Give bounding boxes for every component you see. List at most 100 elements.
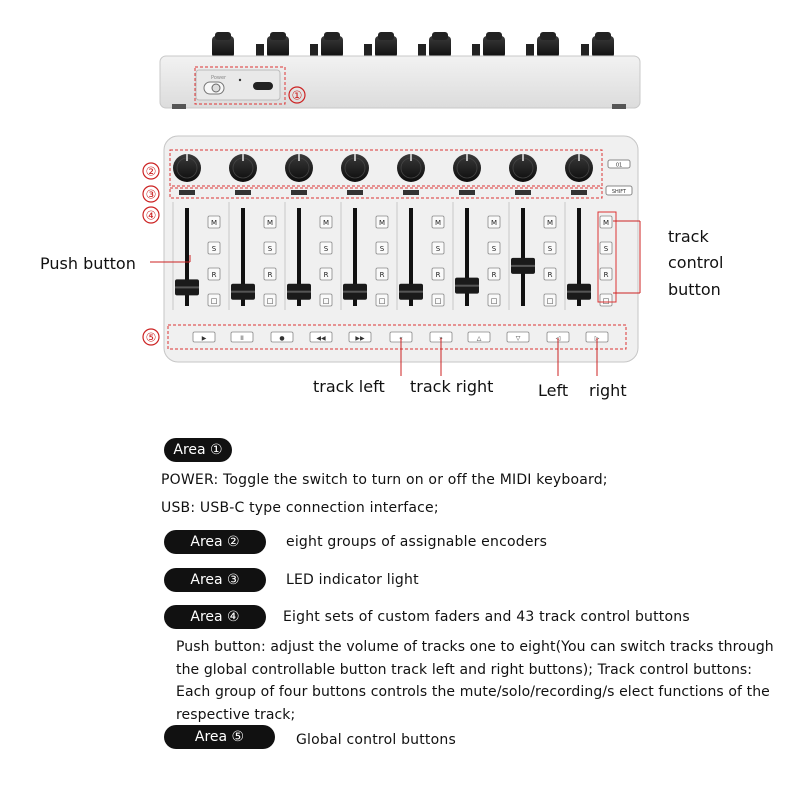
callout-number-1: ① — [292, 89, 303, 103]
track-control-button — [543, 215, 557, 229]
track-control-button — [375, 267, 389, 281]
rear-connector — [256, 44, 264, 56]
device-rear-view: Power ① — [159, 32, 641, 109]
track-control-button — [207, 215, 221, 229]
led-indicator — [179, 190, 195, 195]
rear-knob-cap — [540, 32, 556, 40]
push-button-label: Push button — [40, 254, 136, 273]
fader-cap-line — [287, 290, 311, 293]
fader-cap-line — [343, 290, 367, 293]
track-control-button-label: R — [324, 271, 329, 279]
record-icon-glyph: ● — [279, 335, 284, 342]
top-right-button — [607, 159, 631, 169]
track-control-button-label: S — [380, 245, 385, 253]
svg-text:SHIFT: SHIFT — [612, 189, 627, 195]
area-1-badge: Area ① — [164, 438, 232, 462]
rear-knob — [429, 36, 451, 58]
right-label: right — [589, 381, 627, 400]
track-control-label-3: button — [668, 280, 721, 299]
rear-knob — [592, 36, 614, 58]
track-control-button-label: S — [436, 245, 441, 253]
rear-connector — [581, 44, 589, 56]
device-top-view: 01 SHIFT MSR□MSR□MSR□MSR□MSR□MSR□MSR□MSR… — [142, 135, 641, 376]
rear-knob-cap — [432, 32, 448, 40]
pause-icon-glyph: II — [240, 335, 244, 342]
track-control-button — [319, 241, 333, 255]
rear-knob-row — [212, 32, 614, 58]
track-control-button — [263, 241, 277, 255]
fader-track — [409, 208, 413, 306]
area-4-description: Eight sets of custom faders and 43 track… — [283, 609, 690, 625]
rear-knob — [267, 36, 289, 58]
track-control-button — [263, 293, 277, 307]
track-control-button-label: S — [212, 245, 217, 253]
track-control-button-label: M — [435, 219, 441, 227]
encoder-indicator — [578, 154, 580, 161]
track-right-label: track right — [410, 377, 493, 396]
fast-forward-icon-glyph: ▶▶ — [355, 335, 365, 342]
track-control-button — [207, 267, 221, 281]
callout-number-4: ④ — [146, 209, 157, 223]
fader-cap-line — [567, 290, 591, 293]
track-control-button — [431, 293, 445, 307]
track-control-button — [487, 215, 501, 229]
play-icon-glyph: ▶ — [202, 335, 207, 342]
rewind-icon — [309, 331, 333, 343]
fader-track — [353, 208, 357, 306]
track-control-button-label: □ — [435, 297, 442, 305]
usb-description: USB: USB-C type connection interface; — [161, 500, 439, 516]
rear-knob — [321, 36, 343, 58]
track-control-button — [431, 267, 445, 281]
rewind-icon-glyph: ◀◀ — [316, 335, 326, 342]
track-control-button-label: R — [492, 271, 497, 279]
encoder-indicator — [354, 154, 356, 161]
track-control-button-label: M — [603, 219, 609, 227]
rear-knob-cap — [378, 32, 394, 40]
rear-knob — [483, 36, 505, 58]
track-control-button-label: □ — [603, 297, 610, 305]
track-control-button — [207, 241, 221, 255]
record-icon — [270, 331, 294, 343]
track-left-label: track left — [313, 377, 385, 396]
track-control-button-label: S — [492, 245, 497, 253]
track-control-label-2: control — [668, 253, 723, 272]
rear-connector — [526, 44, 534, 56]
track-control-button — [375, 241, 389, 255]
area-4-detail: Push button: adjust the volume of tracks… — [176, 639, 774, 723]
area-3-badge: Area ③ — [164, 568, 266, 592]
track-control-button-label: □ — [547, 297, 554, 305]
rear-knob — [375, 36, 397, 58]
track-control-button-label: S — [604, 245, 609, 253]
track-control-button — [543, 293, 557, 307]
track-control-button-label: R — [436, 271, 441, 279]
encoder-indicator — [298, 154, 300, 161]
area-4-badge: Area ④ — [164, 605, 266, 629]
encoder-indicator — [186, 154, 188, 161]
area-5-badge: Area ⑤ — [164, 725, 275, 749]
track-control-button-label: □ — [211, 297, 218, 305]
track-control-button-label: M — [323, 219, 329, 227]
track-control-button-label: M — [547, 219, 553, 227]
fader-track — [465, 208, 469, 306]
track-control-button-label: S — [324, 245, 329, 253]
track-control-button-label: R — [268, 271, 273, 279]
track-control-button — [431, 215, 445, 229]
led-row — [179, 190, 587, 195]
track-control-button — [207, 293, 221, 307]
area-2-description: eight groups of assignable encoders — [286, 534, 548, 550]
track-control-button-label: □ — [323, 297, 330, 305]
encoder-indicator — [522, 154, 524, 161]
track-control-button-label: □ — [379, 297, 386, 305]
fader-strips: MSR□MSR□MSR□MSR□MSR□MSR□MSR□MSR□ — [172, 202, 613, 310]
track-control-button-label: R — [380, 271, 385, 279]
led-indicator — [347, 190, 363, 195]
track-control-button — [431, 241, 445, 255]
rear-knob — [212, 36, 234, 58]
encoder-row — [173, 154, 593, 182]
led-indicator — [515, 190, 531, 195]
rear-knob-cap — [595, 32, 611, 40]
track-control-button — [375, 293, 389, 307]
svg-text:01: 01 — [616, 163, 622, 169]
rear-knob-cap — [215, 32, 231, 40]
track-control-button-label: M — [211, 219, 217, 227]
